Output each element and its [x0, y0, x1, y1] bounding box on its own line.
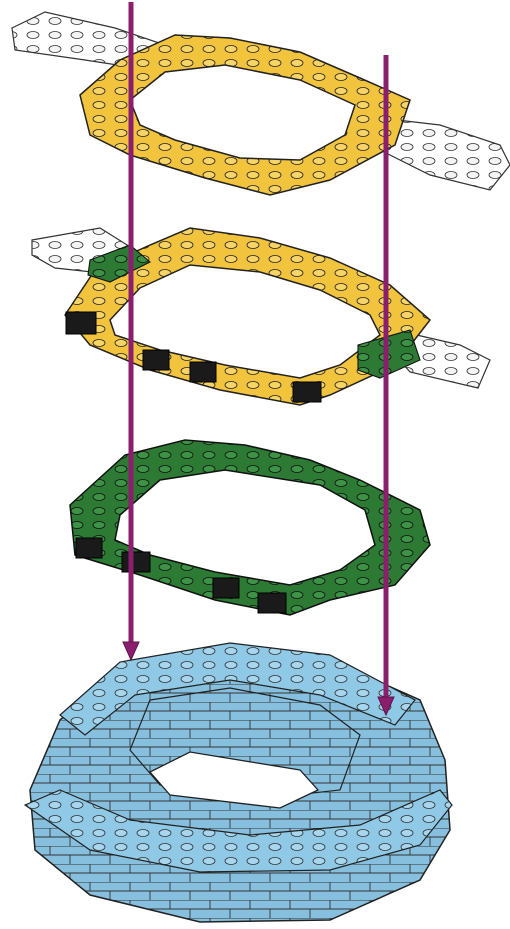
- green-black-ring-layer: [70, 440, 430, 615]
- yellow-ring-layer: [12, 12, 510, 195]
- black-brick: [293, 382, 321, 402]
- black-brick: [66, 312, 96, 334]
- black-brick: [190, 362, 216, 382]
- black-brick: [213, 578, 239, 598]
- green-ring: [70, 440, 430, 615]
- black-brick: [258, 593, 286, 613]
- black-brick: [143, 350, 169, 370]
- yellow-green-black-ring-layer: [32, 228, 490, 405]
- black-brick: [122, 552, 150, 572]
- black-brick: [76, 538, 102, 558]
